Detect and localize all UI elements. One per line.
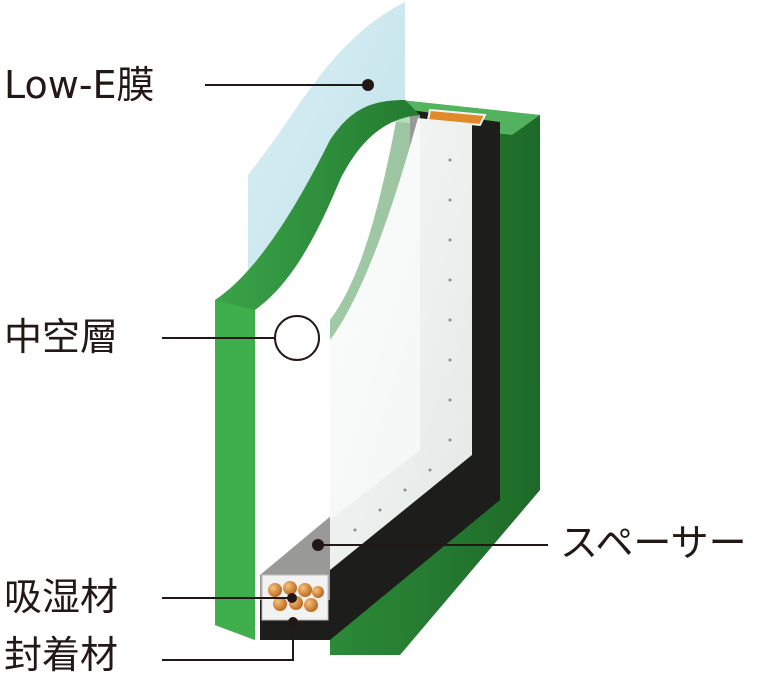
front-glass-edge [215,300,255,640]
label-sealant: 封着材 [4,633,119,677]
leader-markers [274,79,374,627]
label-hollow-layer: 中空層 [4,315,119,359]
top-desiccant-channel [426,108,487,127]
leader-lines [162,84,548,661]
leader-sealant [162,622,294,661]
sealant-marker-dot [288,617,298,627]
label-spacer: スペーサー [560,521,747,565]
spacer-marker-dot [312,539,324,551]
spacer-perforations [353,158,452,532]
front-glass-face [255,115,420,600]
hollow-marker-circle [274,315,320,361]
desiccant-marker-dot [287,593,297,603]
label-low-e-film: Low-E膜 [4,63,155,107]
low-e-marker-dot [362,79,374,91]
label-desiccant: 吸湿材 [4,575,119,619]
